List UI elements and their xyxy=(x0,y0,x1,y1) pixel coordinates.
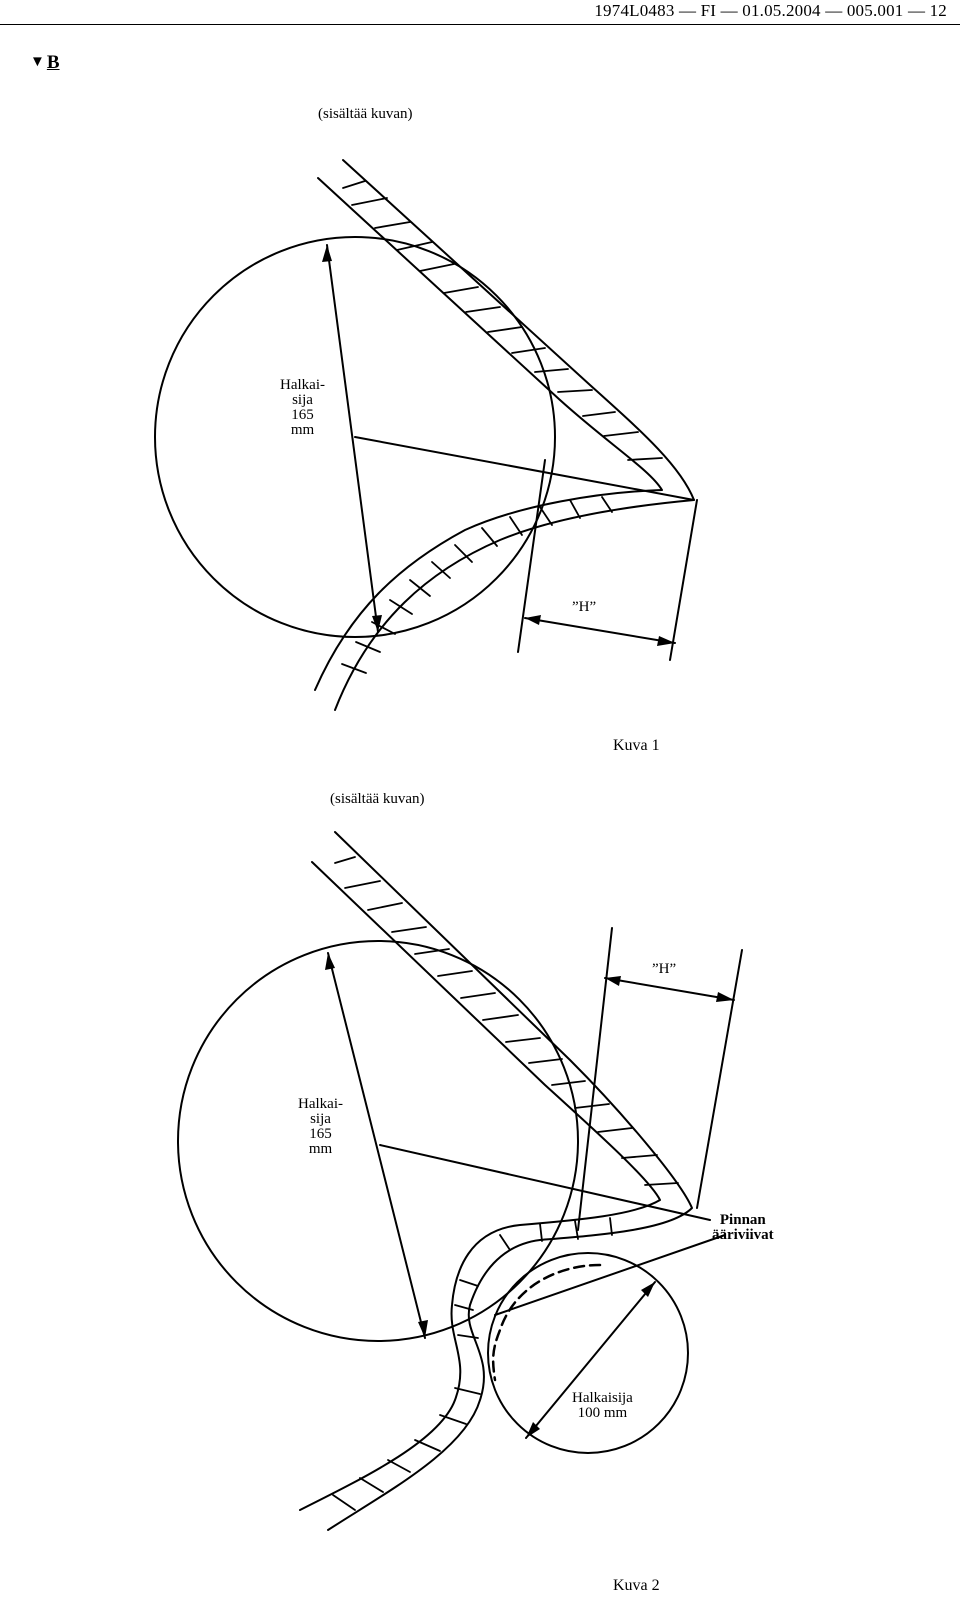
fig2-large-diameter-line xyxy=(327,952,426,1339)
fig1-sphere-165 xyxy=(154,236,556,638)
amendment-marker: ▼B xyxy=(30,52,60,74)
fig1-h-label: ”H” xyxy=(572,599,597,615)
figure1-diagram: Halkai- sija 165 mm ”H” xyxy=(0,0,960,760)
fig2-large-diameter-label: Halkai- sija 165 mm xyxy=(298,1096,343,1157)
fig2-sphere-100 xyxy=(487,1252,689,1454)
fig1-diameter-line xyxy=(326,244,379,633)
fig2-surface-outline-dashed xyxy=(491,1263,602,1382)
fig2-outline-label: Pinnan ääriviivat xyxy=(712,1212,774,1243)
fig2-band-outer xyxy=(327,831,693,1531)
fig2-small-diameter-label: Halkaisija 100 mm xyxy=(572,1390,633,1421)
figure1-note: (sisältää kuvan) xyxy=(318,106,413,122)
fig1-h-dimension xyxy=(524,617,676,644)
fig2-h-label: ”H” xyxy=(652,961,677,977)
figure1-caption: Kuva 1 xyxy=(613,737,660,754)
fig2-h-extension-right xyxy=(696,949,743,1209)
fig1-hatching xyxy=(341,180,663,674)
triangle-marker-icon: ▼ xyxy=(30,54,45,70)
fig2-small-diameter-line xyxy=(525,1281,656,1439)
fig2-h-extension-left xyxy=(577,927,613,1231)
fig1-band-inner xyxy=(314,177,663,691)
fig1-band-outer xyxy=(334,159,695,711)
fig2-band-inner xyxy=(299,861,661,1511)
header-rule xyxy=(0,0,960,25)
fig2-h-dimension xyxy=(604,977,735,1001)
fig1-h-extension-right xyxy=(669,499,698,661)
figure2-svg xyxy=(177,831,743,1531)
fig2-reference-line xyxy=(379,1144,711,1221)
document-reference: 1974L0483 — FI — 01.05.2004 — 005.001 — … xyxy=(594,1,947,20)
fig1-diameter-label: Halkai- sija 165 mm xyxy=(280,377,325,438)
figure2-caption: Kuva 2 xyxy=(613,1577,660,1594)
fig1-reference-line xyxy=(354,436,695,501)
figure2-note: (sisältää kuvan) xyxy=(330,791,425,807)
fig2-sphere-165 xyxy=(177,940,579,1342)
figure1-svg xyxy=(154,159,698,711)
figure2-diagram: Halkai- sija 165 mm ”H” Pinnan ääriviiva… xyxy=(0,760,960,1597)
fig2-hatching xyxy=(332,856,679,1511)
fig1-h-extension-left xyxy=(517,459,546,653)
marker-letter: B xyxy=(46,52,60,73)
fig2-outline-leader xyxy=(494,1234,726,1316)
